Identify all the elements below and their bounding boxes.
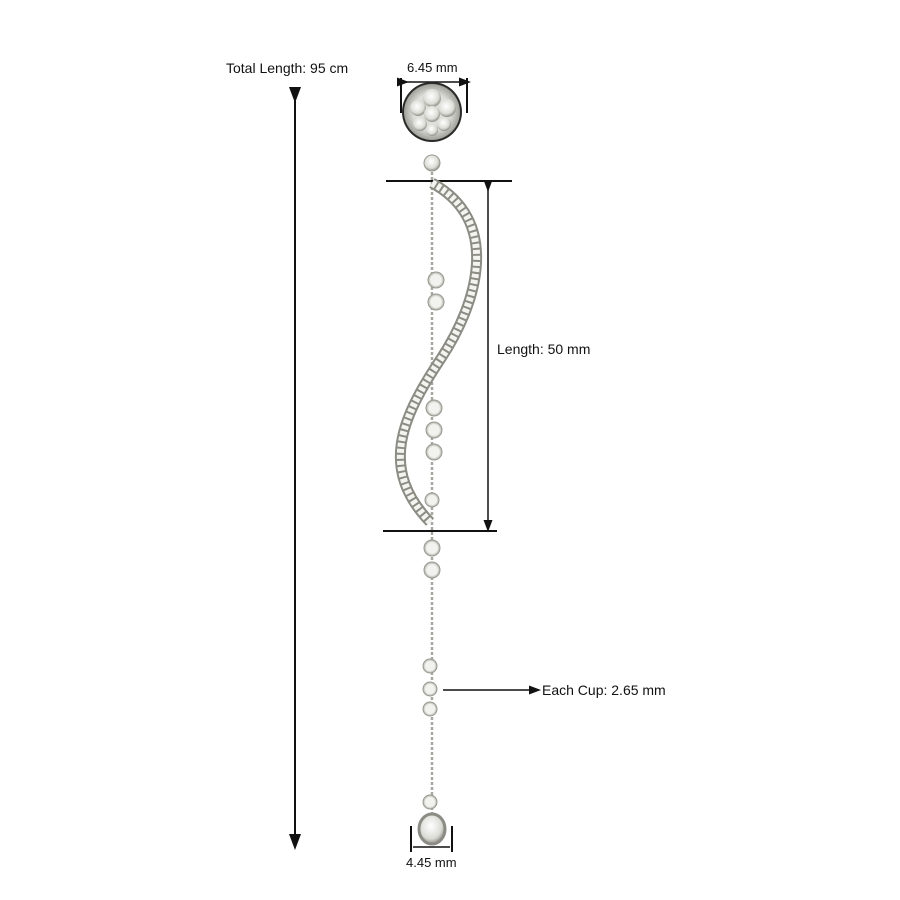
bezel-stations — [417, 271, 447, 846]
length-label: Length: 50 mm — [497, 341, 591, 357]
top-width-dimension — [397, 77, 471, 113]
bottom-width-dimension — [410, 826, 453, 852]
earring-top-cluster — [402, 82, 462, 172]
length-dimension — [383, 180, 512, 532]
each-cup-label: Each Cup: 2.65 mm — [542, 682, 666, 698]
top-width-label: 6.45 mm — [407, 60, 458, 75]
bottom-width-label: 4.45 mm — [406, 855, 457, 870]
wavy-pave-bar — [394, 178, 482, 526]
total-length-label: Total Length: 95 cm — [226, 60, 349, 76]
